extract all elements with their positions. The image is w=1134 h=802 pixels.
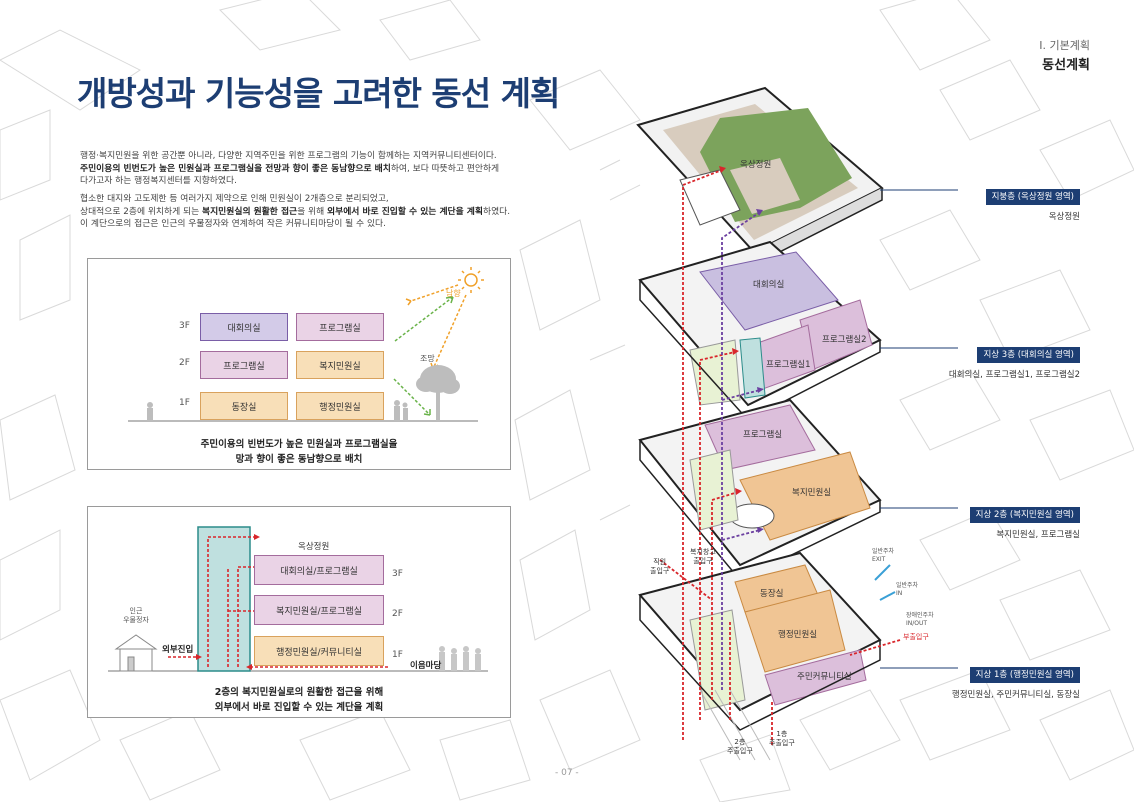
callout-leaders (880, 189, 958, 669)
floor-label-3f: 3F (392, 569, 403, 579)
callout-2f-tag: 지상 2층 (복지민원실 영역) (969, 507, 1080, 523)
floor-label-2f: 2F (179, 358, 190, 368)
chief-room-label: 동장실 (760, 589, 784, 599)
callout-1f-tag: 지상 1층 (행정민원실 영역) (969, 667, 1080, 683)
external-entry-label: 외부진입 (162, 645, 194, 655)
floor-label-3f: 3F (179, 321, 190, 331)
diagram2-caption-line2: 외부에서 바로 진입할 수 있는 계단을 계획 (214, 702, 384, 713)
admin-room-label: 행정민원실 (778, 630, 818, 640)
circulation-diagram-panel: 옥상정원 대회의실/프로그램실 복지민원실/프로그램실 행정민원실/커뮤니티실 … (87, 506, 511, 718)
intro-line-1a: 행정·복지민원을 위한 공간뿐 아니라, 다양한 지역주민을 위한 프로그램의 … (80, 151, 497, 161)
callout-roof-tag: 지붕층 (옥상정원 영역) (985, 189, 1080, 205)
stair-tower (197, 526, 251, 672)
box-welfare-program: 복지민원실/프로그램실 (254, 595, 384, 625)
intro-highlight-3: 외부에서 바로 진입할 수 있는 계단을 계획 (327, 206, 483, 217)
diagram1-caption: 주민이용의 빈번도가 높은 민원실과 프로그램실을 망과 향이 좋은 동남향으로… (88, 437, 510, 467)
third-floor-plate (638, 240, 882, 421)
callout-3f-tag: 지상 3층 (대회의실 영역) (977, 347, 1080, 363)
conference-room-label: 대회의실 (753, 280, 785, 290)
welfare-room-label: 복지민원실 (792, 488, 832, 498)
callout-3f-desc: 대회의실, 프로그램실1, 프로그램실2 (948, 370, 1080, 380)
box-program-room-2f: 프로그램실 (200, 351, 288, 379)
callout-roof: 지붕층 (옥상정원 영역) 옥상정원 (985, 184, 1080, 222)
orientation-diagram-panel: 3F 2F 1F 대회의실 프로그램실 프로그램실 복지민원실 동장실 행정민원… (87, 258, 511, 470)
diagram1-caption-line1: 주민이용의 빈번도가 높은 민원실과 프로그램실을 (200, 439, 398, 450)
red-circulation-route (659, 169, 901, 745)
roof-floor-plate (636, 86, 884, 267)
person-icon (147, 400, 408, 421)
community-room-label: 주민커뮤니티실 (797, 672, 852, 682)
staff-entry-label: 직원 출입구 (650, 558, 670, 575)
sub-entry-label: 부출입구 (903, 633, 929, 641)
intro-highlight-2: 복지민원실의 원활한 접근 (202, 206, 298, 217)
section-header: Ⅰ. 기본계획 동선계획 (1039, 38, 1090, 76)
diagram1-caption-line2: 망과 향이 좋은 동남향으로 배치 (235, 454, 363, 465)
box-admin-office: 행정민원실 (296, 392, 384, 420)
subsection-label: 동선계획 (1042, 58, 1090, 73)
callout-roof-desc: 옥상정원 (1048, 212, 1080, 222)
intro-line-1b: 주민이용의 빈번도가 높은 민원실과 프로그램실을 전망과 향이 좋은 동남향으… (80, 163, 550, 176)
first-floor-plate (638, 551, 882, 761)
people-icon (439, 646, 481, 671)
box-conf-program: 대회의실/프로그램실 (254, 555, 384, 585)
intro-line-2g: 이 계단으로의 접근은 인근의 우물정자와 연계하여 작은 커뮤니티마당이 될 … (80, 219, 386, 230)
program-room2-label: 프로그램실2 (822, 335, 867, 345)
orientation-diagram-graphics (128, 267, 484, 422)
box-chief-office: 동장실 (200, 392, 288, 420)
intro-highlight-1: 주민이용의 빈번도가 높은 민원실과 프로그램실을 전망과 향이 좋은 동남향으… (80, 163, 391, 174)
gazebo-icon (114, 634, 158, 672)
gazebo-label: 인근 우물정자 (123, 607, 149, 624)
page-title: 개방성과 기능성을 고려한 동선 계획 (77, 74, 560, 113)
floor-label-1f: 1F (392, 650, 403, 660)
intro-line-2a: 협소한 대지와 고도제한 등 여러가지 제약으로 인해 민원실이 2개층으로 분… (80, 194, 389, 204)
main-entry-1f-label: 1층 주출입구 (769, 730, 795, 747)
plaza-label: 이음마당 (410, 661, 442, 671)
intro-line-2f: 하였다. (483, 206, 511, 217)
main-entry-2f-label: 2층 주출입구 (727, 738, 753, 755)
parking-in-label: 일반주차 IN (896, 582, 919, 597)
floor-label-2f: 2F (392, 609, 403, 619)
roof-garden-label: 옥상정원 (298, 542, 330, 552)
box-admin-community: 행정민원실/커뮤니티실 (254, 636, 384, 666)
parking-arrows (874, 564, 896, 601)
welfare-entry-label: 복지창고 출입구 (690, 548, 716, 565)
purple-circulation-route (721, 211, 761, 690)
intro-line-2d: 을 위해 (297, 206, 328, 217)
program-room1-label: 프로그램실1 (766, 360, 811, 370)
parking-exit-label: 일반주차 EXIT (872, 548, 895, 563)
second-floor-plate (638, 398, 882, 581)
callout-1f-desc: 행정민원실, 주민커뮤니티실, 동장실 (951, 690, 1080, 700)
box-conference-room: 대회의실 (200, 313, 288, 341)
intro-line-1c: 하여, 보다 따뜻하고 편안하게 (390, 163, 500, 174)
callout-1f: 지상 1층 (행정민원실 영역) 행정민원실, 주민커뮤니티실, 동장실 (952, 662, 1080, 700)
intro-paragraph-2: 협소한 대지와 고도제한 등 여러가지 제약으로 인해 민원실이 2개층으로 분… (80, 193, 550, 231)
box-program-room-3f: 프로그램실 (296, 313, 384, 341)
sun-direction-label: 남향 (446, 289, 461, 298)
roof-garden-room-label: 옥상정원 (740, 160, 772, 170)
tree-icon (416, 365, 460, 421)
sun-icon (458, 267, 484, 293)
diagram2-caption-line1: 2층의 복지민원실로의 원활한 접근을 위해 (214, 687, 384, 698)
intro-line-1d: 다가고자 하는 행정복지센터를 지향하였다. (80, 176, 237, 187)
diagram2-caption: 2층의 복지민원실로의 원활한 접근을 위해 외부에서 바로 진입할 수 있는 … (88, 685, 510, 715)
view-label: 조망 (420, 354, 435, 363)
floor-label-1f: 1F (179, 398, 190, 408)
callout-3f: 지상 3층 (대회의실 영역) 대회의실, 프로그램실1, 프로그램실2 (949, 342, 1080, 380)
intro-line-2b: 상대적으로 2층에 위치하게 되는 복지민원실의 원활한 접근을 위해 외부에서… (80, 206, 550, 219)
callout-2f-desc: 복지민원실, 프로그램실 (996, 530, 1080, 540)
page-number: - 07 - (555, 768, 579, 778)
intro-paragraph-1: 행정·복지민원을 위한 공간뿐 아니라, 다양한 지역주민을 위한 프로그램의 … (80, 150, 550, 188)
callout-2f: 지상 2층 (복지민원실 영역) 복지민원실, 프로그램실 (969, 502, 1080, 540)
intro-line-2b-text: 상대적으로 2층에 위치하게 되는 (80, 206, 202, 217)
section-label: Ⅰ. 기본계획 (1039, 39, 1090, 52)
accessible-parking-label: 장애인주차 IN/OUT (906, 612, 934, 627)
program-room-2f-label: 프로그램실 (743, 430, 783, 440)
box-welfare-office: 복지민원실 (296, 351, 384, 379)
